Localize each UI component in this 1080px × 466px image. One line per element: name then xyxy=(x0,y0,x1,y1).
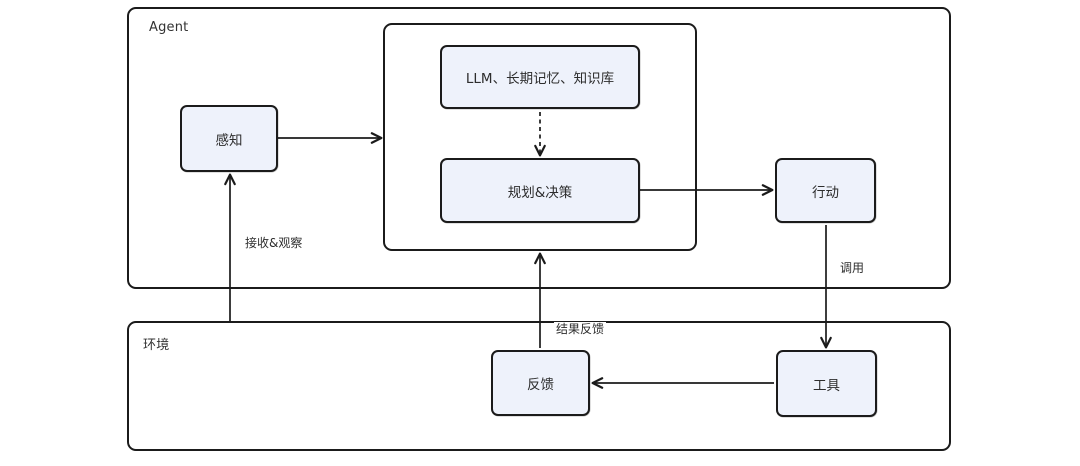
node-llm-memory-knowledge: LLM、长期记忆、知识库 xyxy=(440,45,640,109)
node-feedback-label: 反馈 xyxy=(527,377,554,393)
edge-label-invoke: 调用 xyxy=(838,261,867,275)
node-planning-decision: 规划&决策 xyxy=(440,158,640,223)
edge-label-result-feedback: 结果反馈 xyxy=(554,322,607,336)
node-feedback: 反馈 xyxy=(491,350,590,416)
node-llm-memory-knowledge-label: LLM、长期记忆、知识库 xyxy=(465,71,615,87)
node-planning-decision-label: 规划&决策 xyxy=(507,184,573,201)
node-tools: 工具 xyxy=(776,350,877,417)
node-perception: 感知 xyxy=(180,105,278,172)
node-tools-label: 工具 xyxy=(813,377,840,394)
environment-container-label: 环境 xyxy=(143,338,170,353)
environment-container: 环境 xyxy=(127,321,951,451)
agent-container-label: Agent xyxy=(149,20,189,35)
node-action-label: 行动 xyxy=(812,184,839,201)
node-action: 行动 xyxy=(775,158,876,223)
agent-container: Agent xyxy=(127,7,951,289)
brain-container xyxy=(383,23,697,251)
edge-label-receive-observe: 接收&观察 xyxy=(243,236,305,250)
node-perception-label: 感知 xyxy=(215,132,243,149)
